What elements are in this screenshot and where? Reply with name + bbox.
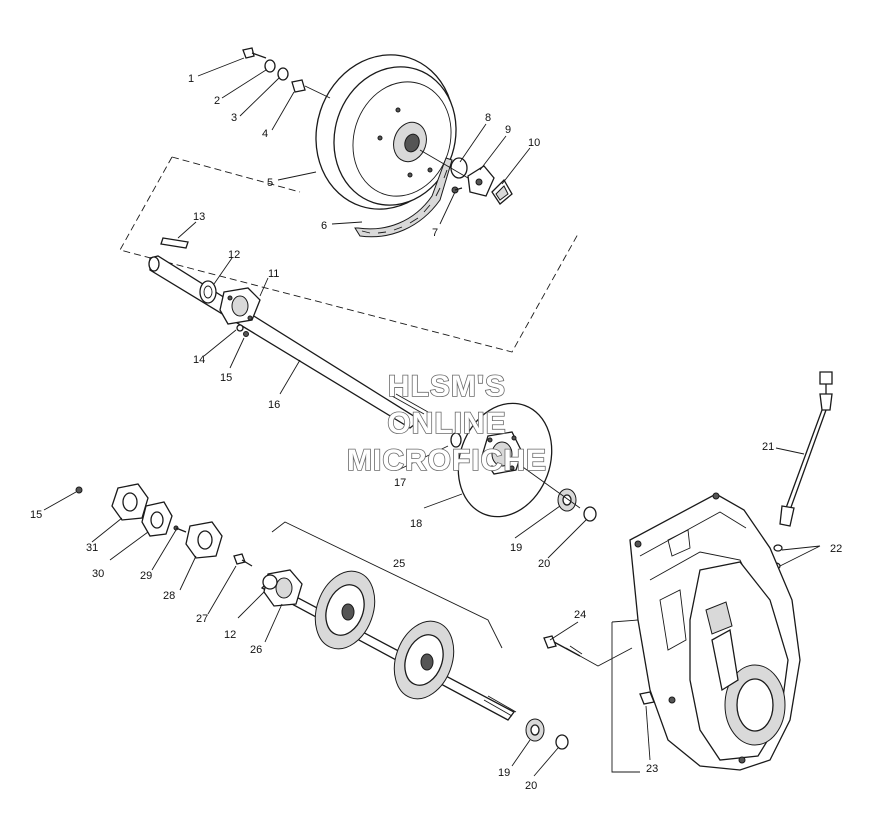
bearing-12-upper — [199, 280, 217, 304]
bearing-flange-28 — [185, 521, 223, 559]
drive-sprocket-right — [393, 620, 455, 700]
callout-6: 6 — [321, 220, 327, 232]
watermark-line-1: HLSM'S — [388, 370, 506, 403]
chaincase-housing — [629, 492, 801, 771]
callout-29: 29 — [140, 570, 152, 582]
callout-26: 26 — [250, 644, 262, 656]
washer-8 — [450, 157, 468, 179]
spacer-4 — [291, 79, 331, 99]
callout-23: 23 — [646, 763, 658, 775]
bearing-19-upper — [557, 488, 577, 512]
callout-22: 22 — [830, 543, 842, 555]
callout-20-lower: 20 — [525, 780, 537, 792]
bearing-12-lower — [262, 574, 278, 590]
callout-19-lower: 19 — [498, 767, 510, 779]
callout-4: 4 — [262, 128, 268, 140]
outer-flange-31 — [111, 483, 149, 521]
key-13 — [160, 237, 189, 249]
callout-12-upper: 12 — [228, 249, 240, 261]
washer-2 — [264, 59, 276, 73]
callout-1: 1 — [188, 73, 194, 85]
nut-15-upper — [243, 331, 249, 337]
brace-25 — [271, 521, 503, 649]
callout-10: 10 — [528, 137, 540, 149]
axis-line-upper — [419, 149, 469, 179]
bolt-24 — [543, 635, 633, 667]
callout-17: 17 — [394, 477, 406, 489]
nut-23 — [639, 691, 655, 705]
bearing-19-lower — [525, 718, 545, 742]
brake-disc-18 — [457, 402, 553, 518]
nut-15-lower — [75, 486, 83, 494]
snap-ring-17 — [450, 432, 462, 448]
callout-8: 8 — [485, 112, 491, 124]
watermark-line-2: ONLINE — [387, 407, 506, 440]
washer-3 — [277, 67, 289, 81]
callout-15-lower: 15 — [30, 509, 42, 521]
callout-7: 7 — [432, 227, 438, 239]
callout-28: 28 — [163, 590, 175, 602]
callout-20-upper: 20 — [538, 558, 550, 570]
callout-2: 2 — [214, 95, 220, 107]
drive-chain — [354, 157, 453, 238]
callout-19-upper: 19 — [510, 542, 522, 554]
callout-3: 3 — [231, 112, 237, 124]
axis-line-disc — [519, 464, 581, 509]
upper-assembly-outline — [119, 156, 579, 353]
speedo-cable-21 — [779, 371, 833, 527]
chaincase-dashed-ref — [611, 619, 640, 773]
callout-12-lower: 12 — [224, 629, 236, 641]
callout-5: 5 — [267, 177, 273, 189]
drive-shaft-25 — [260, 581, 517, 721]
flange-11 — [219, 287, 261, 325]
callout-27: 27 — [196, 613, 208, 625]
retainer-plate-9 — [467, 165, 495, 197]
watermark: HLSM'S ONLINE MICROFICHE — [346, 369, 547, 478]
o-ring-20-upper — [583, 506, 597, 522]
callout-13: 13 — [193, 211, 205, 223]
lock-10 — [491, 178, 513, 205]
callout-9: 9 — [505, 124, 511, 136]
bolt-27 — [233, 553, 253, 567]
bolt-1 — [242, 47, 267, 59]
callout-18: 18 — [410, 518, 422, 530]
jackshaft-16 — [148, 255, 429, 429]
drive-sprocket-left — [314, 570, 376, 650]
leader-lines — [43, 57, 821, 777]
watermark-line-3: MICROFICHE — [347, 444, 547, 477]
washer-14 — [236, 324, 244, 332]
callout-labels: 1 2 3 4 5 6 7 8 9 10 11 12 13 14 15 16 1… — [30, 73, 842, 792]
callout-16: 16 — [268, 399, 280, 411]
callout-30: 30 — [92, 568, 104, 580]
bolt-7 — [451, 186, 463, 194]
callout-25: 25 — [393, 558, 405, 570]
callout-21: 21 — [762, 441, 774, 453]
callout-15-upper: 15 — [220, 372, 232, 384]
callout-24: 24 — [574, 609, 586, 621]
o-ring-20-lower — [555, 734, 569, 750]
driven-pulley — [315, 54, 457, 210]
callout-11: 11 — [268, 268, 279, 280]
callout-31: 31 — [86, 542, 98, 554]
seal-plate-30 — [141, 501, 173, 537]
callout-14: 14 — [193, 354, 205, 366]
